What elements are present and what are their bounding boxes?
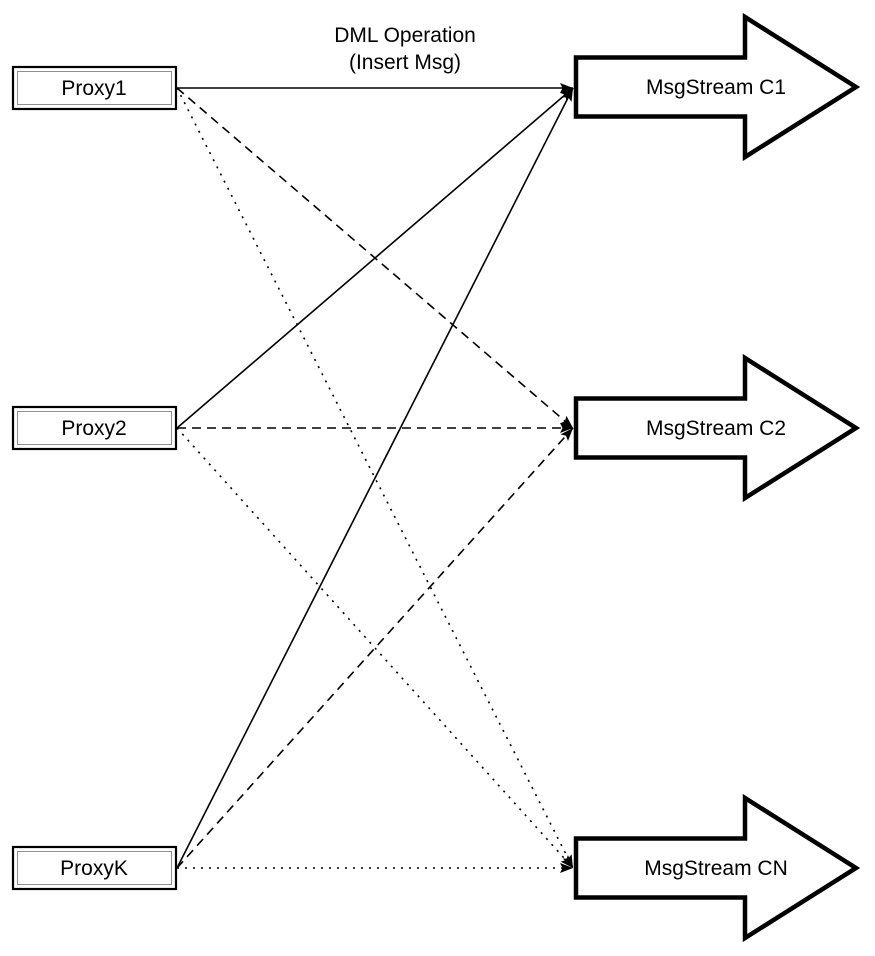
msgstream-c1-label: MsgStream C1 bbox=[646, 76, 786, 99]
msgstream-cn-label: MsgStream CN bbox=[644, 857, 788, 880]
dml-operation-label-line1: DML Operation bbox=[334, 24, 476, 47]
proxy2-box bbox=[11, 405, 178, 451]
edge-proxyk-to-c1 bbox=[176, 87, 574, 869]
proxy1-box-inner bbox=[17, 71, 172, 105]
proxy1-box bbox=[11, 65, 178, 111]
proxy2-box-inner bbox=[17, 411, 172, 445]
msgstream-c2-arrow bbox=[573, 353, 861, 503]
proxyk-box bbox=[11, 845, 178, 891]
edge-proxy1-to-cn bbox=[176, 87, 574, 869]
edge-proxy1-to-c2 bbox=[176, 87, 574, 429]
msgstream-cn-arrow bbox=[573, 793, 861, 943]
msgstream-c2-node: MsgStream C2 bbox=[573, 353, 861, 503]
msgstream-c2-label: MsgStream C2 bbox=[646, 417, 786, 440]
dml-operation-label-line2: (Insert Msg) bbox=[349, 51, 461, 74]
proxy1-label: Proxy1 bbox=[61, 77, 126, 100]
dml-operation-label: DML Operation (Insert Msg) bbox=[334, 24, 476, 74]
proxyk-node: ProxyK bbox=[11, 845, 178, 891]
proxy2-label: Proxy2 bbox=[61, 417, 126, 440]
proxy1-node: Proxy1 bbox=[11, 65, 178, 111]
msgstream-c1-arrow bbox=[573, 12, 861, 162]
msgstream-cn-node: MsgStream CN bbox=[573, 793, 861, 943]
edge-proxyk-to-c2 bbox=[176, 427, 574, 869]
msgstream-c1-node: MsgStream C1 bbox=[573, 12, 861, 162]
edges bbox=[176, 83, 574, 873]
proxyk-label: ProxyK bbox=[60, 857, 128, 880]
proxy2-node: Proxy2 bbox=[11, 405, 178, 451]
proxyk-box-inner bbox=[17, 851, 172, 885]
